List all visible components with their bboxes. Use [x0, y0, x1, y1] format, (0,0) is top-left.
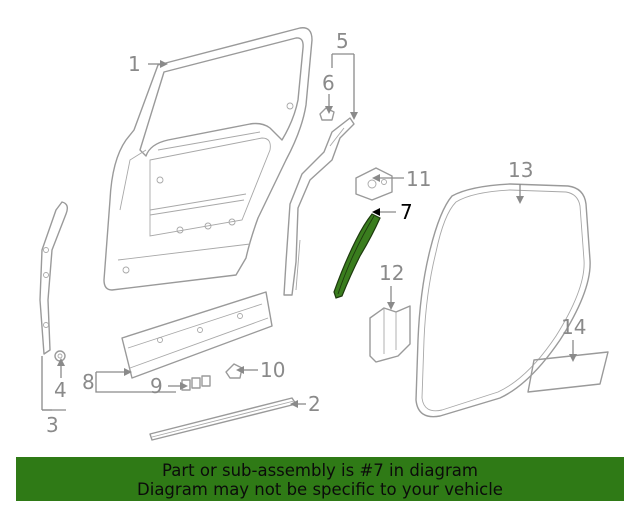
clip-part [319, 107, 335, 121]
callout-9: 9 [150, 374, 163, 398]
bracket-part [369, 305, 411, 363]
door-seal-part [415, 183, 591, 418]
weatherstrip-part-highlighted [333, 213, 381, 299]
clips-part [181, 375, 211, 391]
striker-part [355, 167, 393, 201]
door-shell-part [103, 27, 313, 291]
lower-weatherstrip-part [149, 397, 297, 441]
banner-line-part-number: Part or sub-assembly is #7 in diagram [162, 461, 478, 480]
callout-11: 11 [406, 167, 431, 191]
front-edge-trim-part [39, 201, 69, 355]
banner-line-disclaimer: Diagram may not be specific to your vehi… [137, 480, 503, 499]
callout-10: 10 [260, 358, 285, 382]
callout-8: 8 [82, 370, 95, 394]
callout-5: 5 [336, 29, 349, 53]
fastener-part [225, 363, 243, 379]
callout-7: 7 [400, 200, 413, 224]
lower-panel-part [121, 291, 273, 379]
grommet-part [54, 350, 66, 362]
callout-13: 13 [508, 158, 533, 182]
callout-3: 3 [46, 413, 59, 437]
pillar-trim-part [283, 117, 355, 296]
parts-diagram: 1 2 3 4 5 6 7 8 9 10 11 12 13 14 [39, 27, 609, 441]
callout-4: 4 [54, 378, 67, 402]
callout-6: 6 [322, 71, 335, 95]
callout-12: 12 [379, 261, 404, 285]
arrowheads [57, 60, 577, 408]
info-banner: Part or sub-assembly is #7 in diagram Di… [16, 457, 624, 501]
callout-2: 2 [308, 392, 321, 416]
pad-part [527, 351, 609, 393]
callout-1: 1 [128, 52, 141, 76]
callout-14: 14 [561, 315, 586, 339]
leader-lines [41, 53, 574, 411]
